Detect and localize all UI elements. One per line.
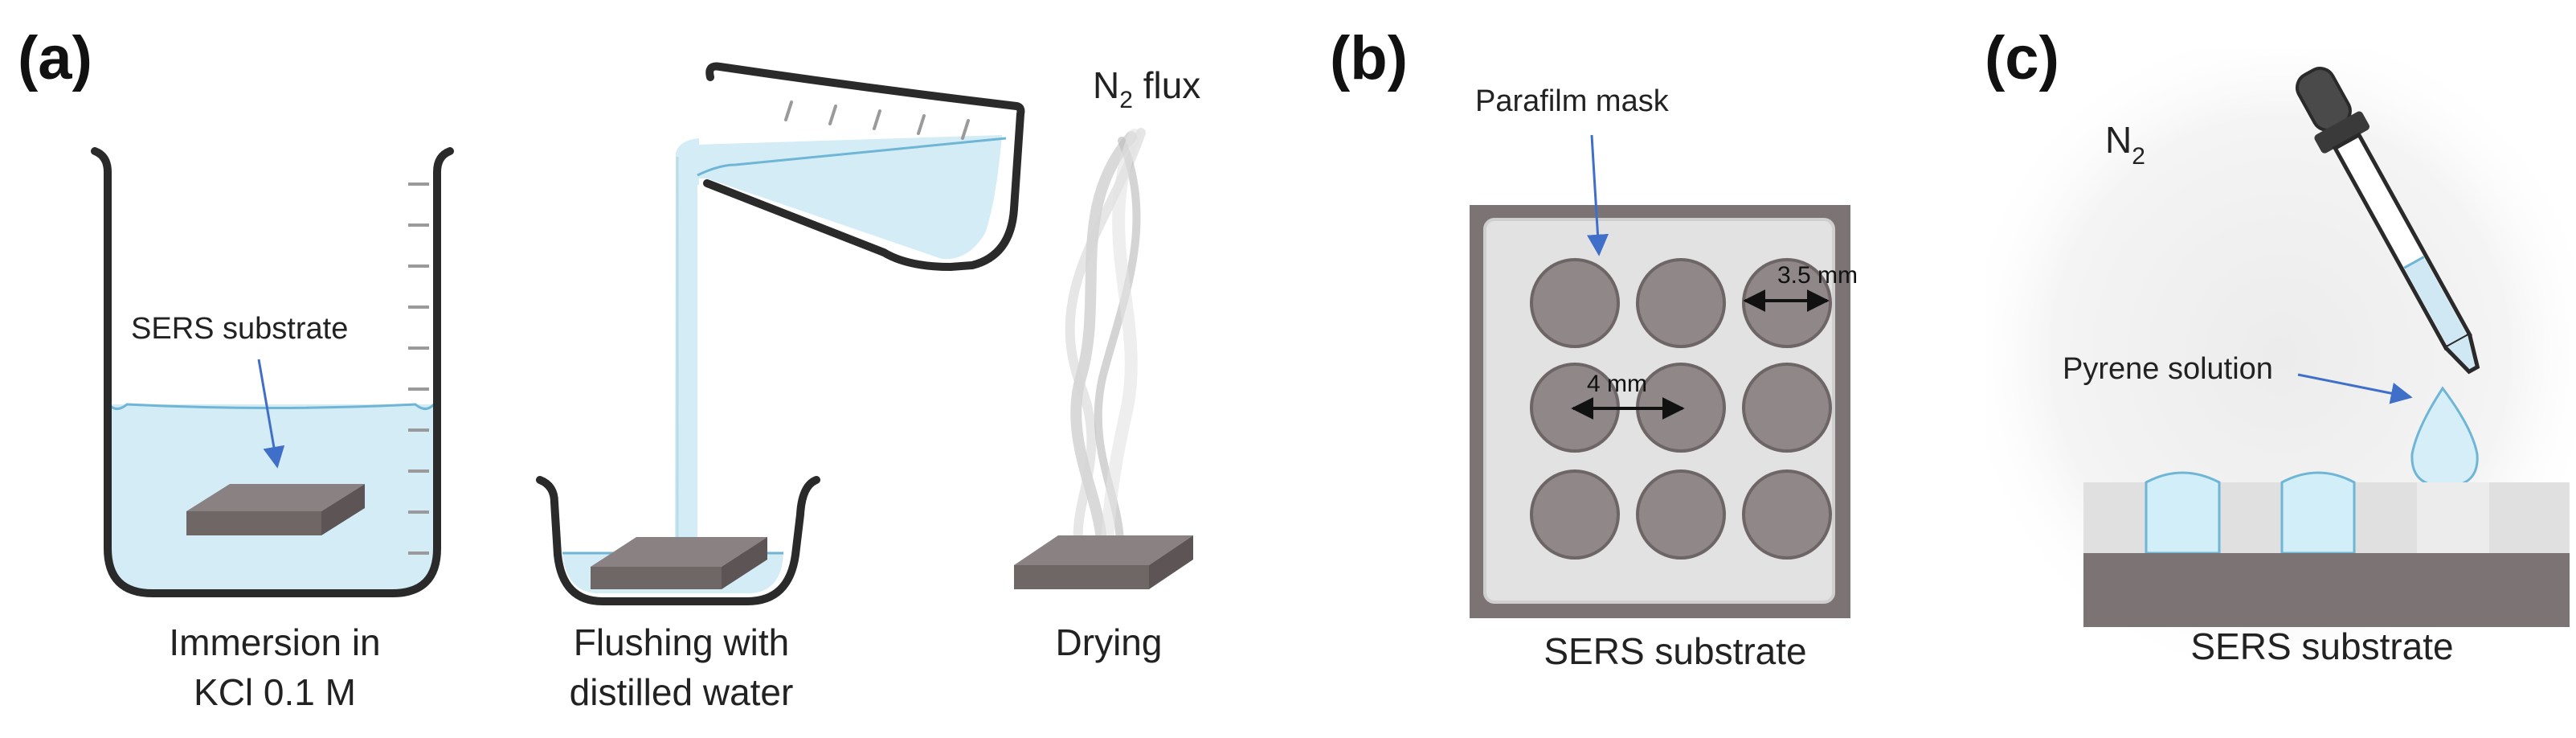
panel-b-caption: SERS substrate <box>1544 630 1806 672</box>
beaker-graduations <box>408 182 429 555</box>
parafilm-mask-label: Parafilm mask <box>1475 84 1670 118</box>
step1-caption-line1: Immersion in <box>169 621 380 663</box>
well <box>1742 469 1832 560</box>
pour-water <box>696 135 1002 260</box>
substrate-pointer-arrow <box>257 359 285 469</box>
mask-pointer-arrow <box>1587 134 1609 256</box>
well <box>1530 469 1620 560</box>
well-pitch-label: 4 mm <box>1587 371 1647 397</box>
mask-segment <box>2219 482 2282 553</box>
pour-beaker-glass <box>703 63 1025 271</box>
well <box>1636 258 1726 348</box>
pipette-liquid <box>2404 256 2467 346</box>
panel-b-label: (b) <box>1330 24 1408 92</box>
mask-cross-section <box>2083 471 2570 555</box>
receiving-basin: Flushing with distilled water <box>536 476 820 713</box>
well <box>1636 469 1726 560</box>
panel-c-label: (c) <box>1985 24 2059 92</box>
step1-caption-line2: KCl 0.1 M <box>194 671 356 713</box>
immersion-beaker: SERS substrate Immersion in KCl 0.1 M <box>91 147 454 713</box>
pipette <box>2295 67 2480 375</box>
panel-b: (b) Parafilm mask 3.5 mm 4 mm SERS subst… <box>1330 24 1858 672</box>
panel-c: (c) N2 Pyrene solution <box>1985 24 2576 667</box>
step2-caption-line2: distilled water <box>570 671 794 713</box>
well <box>1742 363 1832 453</box>
n2-flux-label: N2 flux <box>1093 64 1200 113</box>
dried-substrate-chip <box>1014 535 1193 589</box>
pipette-tip <box>2444 334 2480 375</box>
well-diameter-label: 3.5 mm <box>1777 262 1858 289</box>
step3-caption: Drying <box>1056 621 1163 663</box>
beaker-glass <box>91 147 454 597</box>
drying-step: N2 flux Drying <box>1014 64 1200 663</box>
mask-segment <box>2354 482 2417 553</box>
pyrene-solution-label: Pyrene solution <box>2063 352 2273 386</box>
sers-substrate-chip <box>186 484 365 535</box>
solution-pointer-arrow <box>2297 373 2413 404</box>
water-stream <box>675 138 699 549</box>
pour-beaker-graduations <box>784 100 970 140</box>
panel-a-label: (a) <box>18 24 92 92</box>
basin-substrate-chip <box>591 537 767 589</box>
step2-caption-line1: Flushing with <box>574 621 789 663</box>
n2-atmosphere-label: N2 <box>2105 119 2145 170</box>
well-grid <box>1530 258 1832 560</box>
kcl-surface-line <box>107 403 435 410</box>
panel-a: (a) SERS substrate Immersion in KCl 0.1 … <box>18 24 1200 713</box>
panel-c-caption: SERS substrate <box>2190 625 2453 667</box>
well <box>1530 258 1620 348</box>
pouring-beaker <box>675 62 1025 549</box>
deposited-drop <box>2280 471 2356 555</box>
deposited-drop <box>2145 471 2221 555</box>
mask-segment <box>2489 482 2570 553</box>
sers-substrate-slab <box>2083 553 2570 627</box>
n2-flow-streaks <box>1065 128 1146 569</box>
mask-segment <box>2083 482 2146 553</box>
basin-glass <box>536 476 820 605</box>
substrate-annotation: SERS substrate <box>131 312 348 346</box>
